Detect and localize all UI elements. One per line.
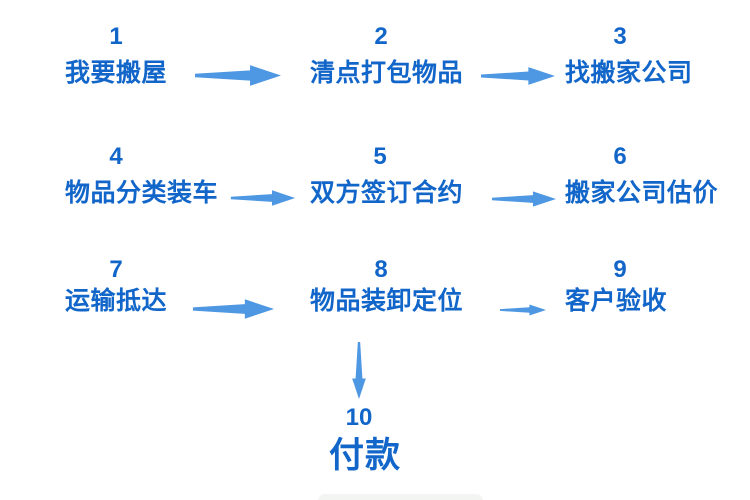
step-8-label: 物品装卸定位 (310, 287, 464, 315)
arrow-right-icon (500, 302, 546, 318)
step-1-label: 我要搬屋 (65, 59, 168, 87)
step-5-label: 双方签订合约 (310, 179, 464, 207)
step-4-number: 4 (109, 143, 123, 170)
arrow-right-icon (481, 64, 555, 88)
arrow-right-icon (193, 296, 274, 322)
step-7-label: 运输抵达 (65, 287, 168, 315)
cutoff-bottom-element (318, 494, 483, 500)
step-8-number: 8 (374, 256, 388, 283)
arrow-right-icon (492, 190, 556, 208)
step-2-label: 清点打包物品 (310, 59, 464, 87)
step-1-number: 1 (109, 23, 123, 50)
step-6-label: 搬家公司估价 (565, 179, 719, 207)
step-9-label: 客户验收 (565, 287, 668, 315)
arrow-right-icon (228, 189, 298, 207)
step-10-number: 10 (345, 404, 373, 431)
step-6-number: 6 (613, 143, 627, 170)
step-4-label: 物品分类装车 (65, 179, 219, 207)
step-5-number: 5 (373, 143, 387, 170)
step-10-label: 付款 (329, 436, 402, 475)
step-3-number: 3 (613, 23, 627, 50)
arrow-down-icon (350, 342, 368, 399)
step-9-number: 9 (613, 256, 627, 283)
arrow-right-icon (195, 63, 281, 88)
step-7-number: 7 (109, 256, 123, 283)
step-3-label: 找搬家公司 (565, 59, 693, 87)
step-2-number: 2 (374, 23, 388, 50)
